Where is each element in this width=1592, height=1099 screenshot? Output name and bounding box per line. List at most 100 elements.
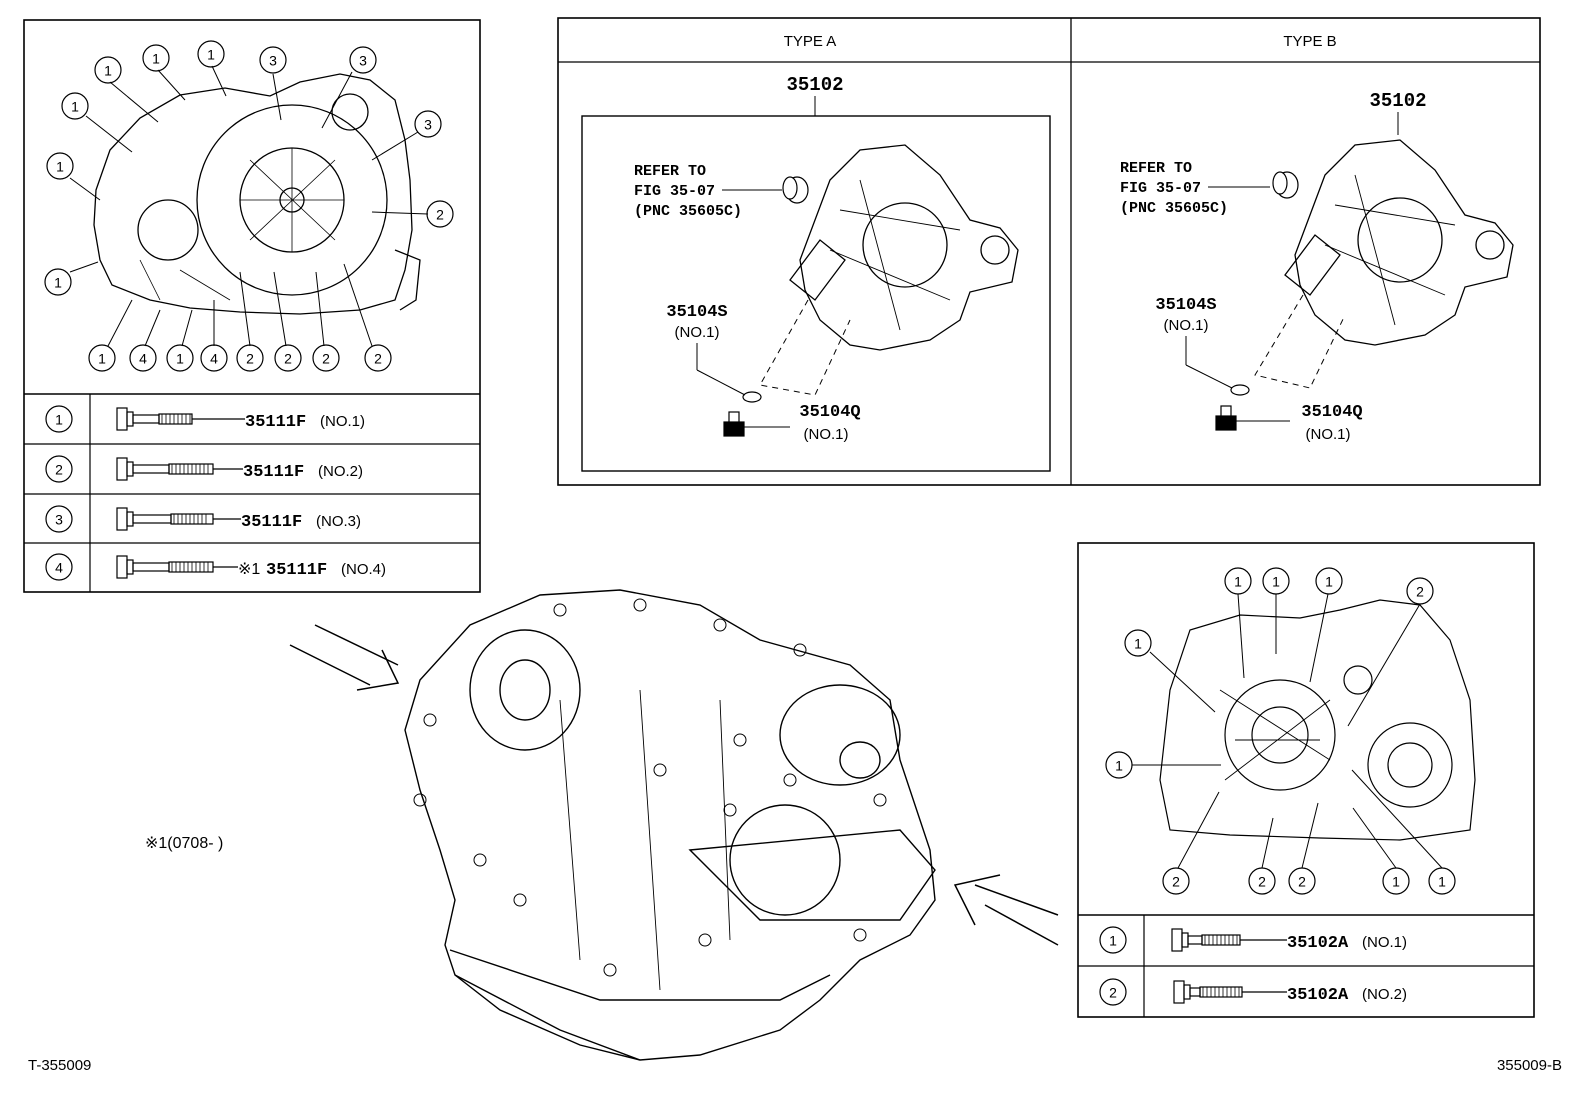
part-number-35104q: 35104Q xyxy=(1301,403,1362,422)
callout-2: 2 xyxy=(274,344,302,372)
assembly-dash-line xyxy=(759,299,851,396)
row-marker xyxy=(1099,978,1127,1006)
rear-view-ring xyxy=(1224,679,1336,791)
transaxle-assembly xyxy=(404,589,936,1061)
svg-text:1: 1 xyxy=(98,351,106,367)
svg-text:3: 3 xyxy=(269,53,277,69)
part-number: 35102A xyxy=(1287,986,1349,1005)
differential-bore xyxy=(137,199,199,261)
bolt-icon xyxy=(116,555,238,579)
part-number: 35111F xyxy=(243,463,304,482)
assembly-dash-line xyxy=(1254,294,1346,389)
svg-text:2: 2 xyxy=(1298,874,1306,890)
callout-2: 2 xyxy=(236,344,264,372)
callout-4: 4 xyxy=(129,344,157,372)
callout-3: 3 xyxy=(414,110,442,138)
type-panel: TYPE A 35102 REFER TO FIG 35-07 (PNC 356… xyxy=(557,17,1541,486)
diff-cover-hub xyxy=(1387,742,1433,788)
callout-1: 1 xyxy=(1105,751,1133,779)
part-spec: (NO.1) xyxy=(804,426,849,443)
right-callouts: 1 1 1 1 2 1 2 2 2 1 1 xyxy=(1105,567,1456,895)
refer-note: (PNC 35605C) xyxy=(634,203,742,220)
refer-note: FIG 35-07 xyxy=(1120,180,1201,197)
svg-text:4: 4 xyxy=(139,351,147,367)
callout-2: 2 xyxy=(312,344,340,372)
row-marker xyxy=(45,455,73,483)
bolt-heads xyxy=(413,598,887,977)
svg-text:1: 1 xyxy=(1115,758,1123,774)
row-marker-label: 1 xyxy=(1109,933,1117,949)
housing-drawing xyxy=(93,73,421,315)
svg-text:1: 1 xyxy=(1325,574,1333,590)
refer-note: FIG 35-07 xyxy=(634,183,715,200)
svg-text:1: 1 xyxy=(1134,636,1142,652)
oil-pan-line xyxy=(449,949,831,1001)
right-detail-panel: 1 1 1 1 2 1 2 2 2 1 1 1 35102A xyxy=(1077,542,1535,1018)
part-number-35104s: 35104S xyxy=(666,303,727,322)
svg-text:1: 1 xyxy=(207,47,215,63)
svg-text:3: 3 xyxy=(424,117,432,133)
part-spec: (NO.1) xyxy=(1306,426,1351,443)
svg-text:2: 2 xyxy=(436,207,444,223)
part-spec: (NO.1) xyxy=(1164,317,1209,334)
callout-1: 1 xyxy=(1262,567,1290,595)
bolt-row-1: 1 35111F (NO.1) xyxy=(45,405,365,433)
type-b-section: TYPE B 35102 REFER TO FIG 35-07 (PNC 356… xyxy=(1120,33,1514,443)
oring-part xyxy=(1230,384,1250,396)
type-a-section: TYPE A 35102 REFER TO FIG 35-07 (PNC 356… xyxy=(581,33,1051,472)
row-marker-label: 1 xyxy=(55,412,63,428)
footnote: ※1(0708- ) xyxy=(145,835,223,852)
svg-text:2: 2 xyxy=(322,351,330,367)
footnote-mark: ※1 xyxy=(238,561,260,578)
row-marker xyxy=(1099,926,1127,954)
row-marker-label: 4 xyxy=(55,560,63,576)
transaxle-outline xyxy=(404,589,936,1061)
left-callouts: 1 1 1 1 1 1 3 3 3 2 1 4 1 4 2 2 2 2 xyxy=(44,40,454,372)
figure-code-left: T-355009 xyxy=(28,1057,91,1074)
right-view-arrow xyxy=(953,874,1059,946)
converter-spokes xyxy=(240,148,344,252)
bolt-row-2: 2 35102A (NO.2) xyxy=(1099,978,1407,1006)
svg-text:1: 1 xyxy=(56,159,64,175)
case-ribs xyxy=(559,689,731,991)
callout-1: 1 xyxy=(197,40,225,68)
callout-1: 1 xyxy=(1224,567,1252,595)
callout-1: 1 xyxy=(44,268,72,296)
part-spec: (NO.2) xyxy=(1362,986,1407,1003)
bell-housing-opening xyxy=(499,659,551,721)
bolt-icon xyxy=(116,407,245,431)
bearing-part xyxy=(782,176,809,204)
callout-1: 1 xyxy=(1428,867,1456,895)
part-number: 35102A xyxy=(1287,934,1349,953)
shaft-opening xyxy=(1343,665,1373,695)
diff-cover xyxy=(1367,722,1453,808)
housing-fitting xyxy=(394,249,421,311)
bracket-struts xyxy=(1219,689,1331,781)
row-marker-label: 3 xyxy=(55,512,63,528)
callout-2: 2 xyxy=(1406,577,1434,605)
svg-text:2: 2 xyxy=(246,351,254,367)
svg-text:1: 1 xyxy=(54,275,62,291)
extension-housing-a xyxy=(789,144,1019,351)
part-number-35102: 35102 xyxy=(786,74,843,96)
rear-view-drawing xyxy=(1159,599,1476,841)
callout-2: 2 xyxy=(1288,867,1316,895)
svg-text:3: 3 xyxy=(359,53,367,69)
callout-2: 2 xyxy=(1162,867,1190,895)
svg-text:1: 1 xyxy=(1234,574,1242,590)
rear-view-hub xyxy=(1251,706,1309,764)
svg-text:1: 1 xyxy=(1272,574,1280,590)
oring-part xyxy=(742,391,762,403)
callout-1: 1 xyxy=(46,152,74,180)
plug-part xyxy=(723,411,745,437)
bolt-icon xyxy=(116,457,243,481)
bolt-row-1: 1 35102A (NO.1) xyxy=(1099,926,1407,954)
part-number-35104s: 35104S xyxy=(1155,296,1216,315)
callout-2: 2 xyxy=(1248,867,1276,895)
part-number: 35111F xyxy=(245,413,306,432)
svg-text:2: 2 xyxy=(1172,874,1180,890)
end-cover xyxy=(779,684,901,786)
bolt-row-2: 2 35111F (NO.2) xyxy=(45,455,363,483)
left-view-arrow xyxy=(289,624,400,691)
